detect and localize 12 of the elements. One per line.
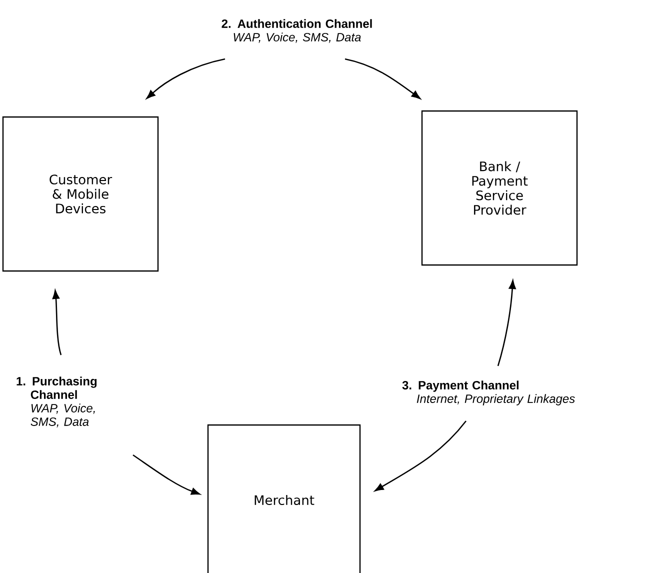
arrow [497,280,516,366]
entity-box: Merchant [207,424,361,573]
arrow [344,58,420,99]
entity-box: Customer & Mobile Devices [2,116,159,272]
arrow [374,420,467,492]
arrow [52,290,62,356]
channel-label: 2. Authentication Channel WAP, Voice, SMS, Data [222,19,372,43]
entity-box: Bank / Payment Service Provider [421,110,578,266]
arrow [146,58,226,99]
arrow [132,454,200,495]
channel-label: 1. Purchasing Channel WAP, Voice, SMS, Data [16,376,97,428]
channel-label: 3. Payment Channel Internet, Proprietary Linkages [402,380,575,406]
